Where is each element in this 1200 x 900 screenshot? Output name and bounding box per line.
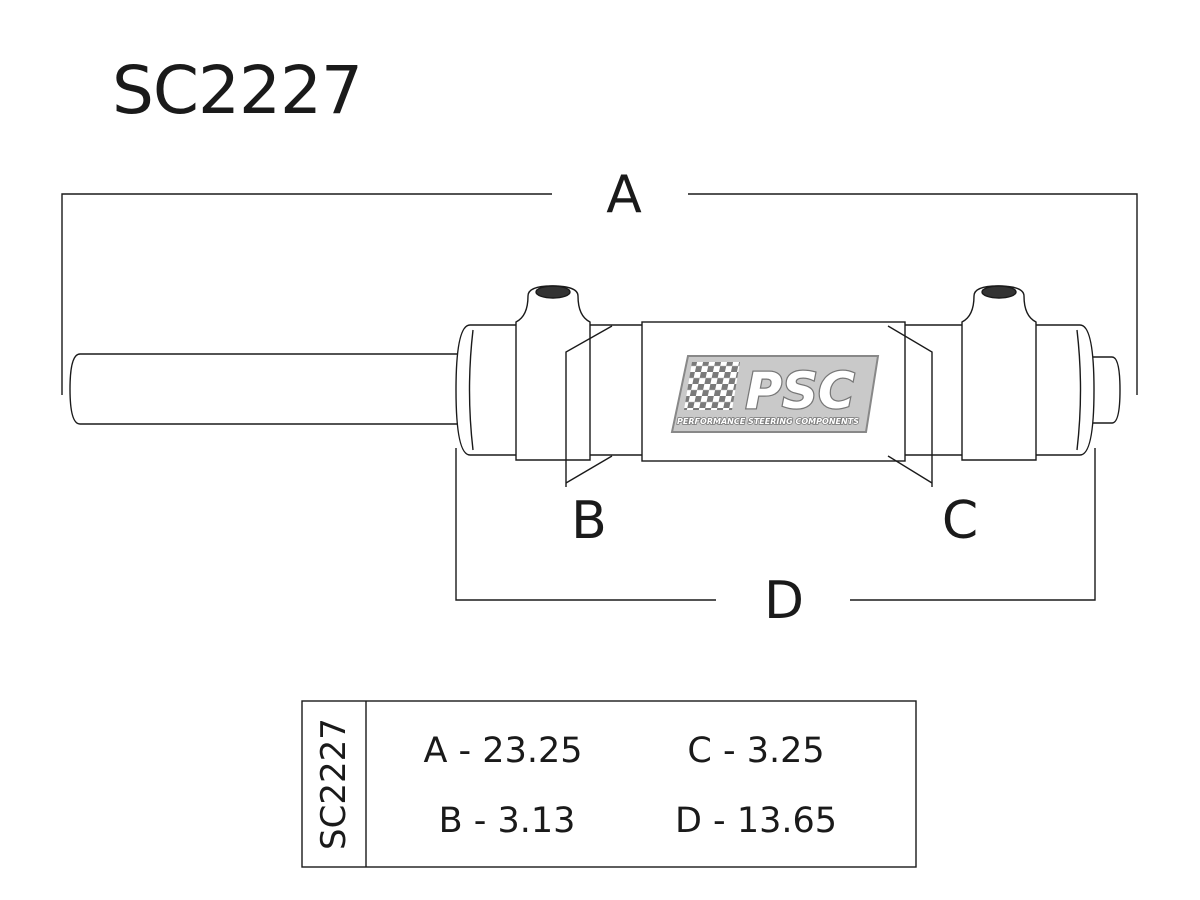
spec-table-frame bbox=[301, 700, 917, 868]
right-end-cap bbox=[1036, 324, 1095, 456]
label-band bbox=[641, 321, 906, 462]
dimension-b-leader bbox=[565, 325, 613, 487]
checkered-flag-icon bbox=[684, 362, 740, 410]
dimension-b-label: B bbox=[571, 491, 607, 551]
dimension-d-label: D bbox=[764, 571, 804, 631]
logo-tagline-text: PERFORMANCE STEERING COMPONENTS bbox=[677, 417, 859, 426]
dimension-c-leader bbox=[887, 325, 933, 487]
spec-value-b: B - 3.13 bbox=[439, 801, 576, 841]
cylinder-tube bbox=[590, 324, 962, 456]
dimension-a-label: A bbox=[606, 165, 642, 225]
left-port-hole bbox=[535, 285, 571, 299]
dimension-a-line bbox=[61, 193, 1138, 395]
spec-value-c: C - 3.25 bbox=[687, 731, 824, 771]
spec-value-d: D - 13.65 bbox=[675, 801, 837, 841]
rod-end-stub bbox=[1093, 356, 1121, 424]
right-port-hole bbox=[981, 285, 1017, 299]
left-end-cap bbox=[455, 324, 516, 456]
spec-value-a: A - 23.25 bbox=[423, 731, 582, 771]
dimension-d-line bbox=[455, 448, 1096, 601]
piston-rod bbox=[69, 353, 458, 425]
dimension-c-label: C bbox=[942, 491, 978, 551]
part-number-title: SC2227 bbox=[112, 52, 363, 129]
left-port-boss bbox=[515, 285, 591, 461]
right-port-boss bbox=[961, 285, 1037, 461]
logo-brand-text: PSC bbox=[745, 362, 855, 420]
psc-logo: PSC PERFORMANCE STEERING COMPONENTS bbox=[670, 355, 880, 433]
spec-table-part-number: SC2227 bbox=[314, 718, 354, 850]
